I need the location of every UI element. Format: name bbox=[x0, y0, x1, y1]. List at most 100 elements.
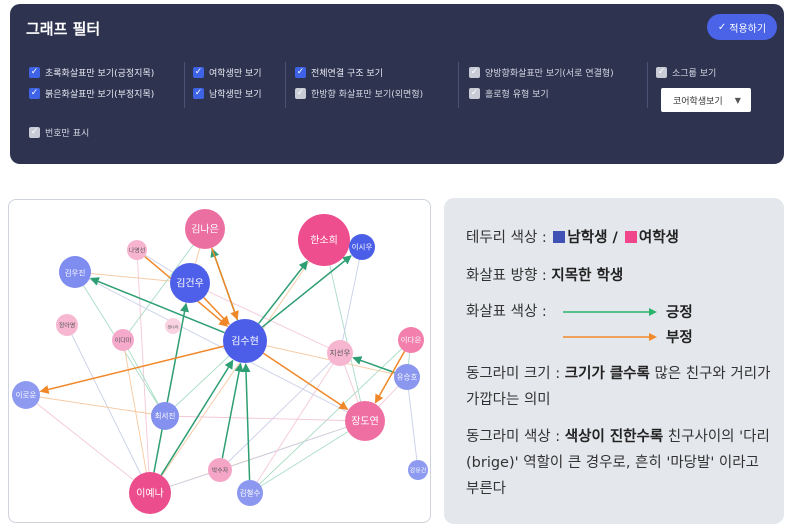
subgroup-checkbox[interactable]: ✓ 소그룹 보기 bbox=[656, 67, 717, 79]
negative-arrow-edge bbox=[374, 350, 406, 404]
graph-edge-faint bbox=[219, 420, 366, 471]
graph-edge-faint bbox=[25, 394, 151, 494]
checkbox-disabled-icon: ✓ bbox=[295, 88, 306, 99]
graph-node-n_small[interactable]: 정나리 bbox=[165, 318, 181, 334]
negative-arrow-edge bbox=[262, 352, 349, 410]
positive-arrow-edge bbox=[261, 255, 352, 328]
graph-edge-faint bbox=[25, 394, 166, 417]
graph-node-iroun[interactable]: 이로운 bbox=[12, 381, 40, 409]
graph-node-hansohui[interactable]: 한소희 bbox=[298, 214, 350, 266]
graph-edge-faint bbox=[244, 340, 408, 378]
node-label: 이시우 bbox=[352, 242, 373, 252]
apply-button-label: 적용하기 bbox=[729, 23, 767, 35]
checkbox-checked-icon: ✓ bbox=[29, 88, 40, 99]
full-structure-checkbox[interactable]: ✓ 전체연결 구조 보기 bbox=[295, 67, 383, 79]
node-circle bbox=[165, 318, 181, 334]
graph-node-gimsuhyeon[interactable]: 김수현 bbox=[223, 319, 267, 363]
node-circle bbox=[112, 329, 134, 351]
node-label: 장도연 bbox=[351, 416, 379, 428]
node-label: 정나리 bbox=[167, 324, 178, 330]
girls-only-checkbox[interactable]: ✓ 여학생만 보기 bbox=[193, 67, 262, 79]
graph-edge-faint bbox=[406, 376, 419, 471]
legend-size: 동그라미 크기 : 크기가 클수록 많은 친구와 거리가 가깝다는 의미 bbox=[466, 366, 771, 408]
node-circle bbox=[298, 214, 350, 266]
graph-node-choeseojin[interactable]: 최서진 bbox=[151, 402, 179, 430]
check-icon: ✓ bbox=[717, 21, 727, 33]
negative-arrows-checkbox[interactable]: ✓ 붉은화살표만 보기(부정지목) bbox=[29, 88, 155, 100]
legend-border-color: 테두리 색상 : 남학생 / 여학생 bbox=[466, 230, 679, 246]
node-circle bbox=[327, 340, 353, 366]
isolated-checkbox[interactable]: ✓ 홀로형 유형 보기 bbox=[469, 88, 549, 100]
checkbox-checked-icon: ✓ bbox=[295, 67, 306, 78]
node-label: 이로운 bbox=[16, 390, 37, 400]
checkbox-disabled-icon: ✓ bbox=[469, 88, 480, 99]
node-circle bbox=[12, 381, 40, 409]
graph-edge-faint bbox=[122, 339, 166, 417]
node-circle bbox=[56, 314, 78, 336]
graph-edge-faint bbox=[249, 352, 341, 494]
one-way-checkbox[interactable]: ✓ 한방향 화살표만 보기(외면형) bbox=[295, 88, 424, 100]
graph-node-gimcheolsu[interactable]: 김철수 bbox=[237, 480, 263, 506]
negative-arrow-edge bbox=[203, 296, 230, 325]
graph-edge-faint bbox=[339, 246, 363, 354]
graph-edge-faint bbox=[136, 249, 151, 494]
positive-arrow-edge bbox=[153, 302, 189, 473]
node-circle bbox=[398, 327, 424, 353]
graph-node-baksuja[interactable]: 박수자 bbox=[208, 458, 232, 482]
core-student-select[interactable]: 코어학생보기 ▼ bbox=[661, 88, 751, 112]
graph-node-idaeun[interactable]: 이다은 bbox=[398, 327, 424, 353]
positive-arrows-checkbox[interactable]: ✓ 초록화살표만 보기(긍정지목) bbox=[29, 67, 155, 79]
node-circle bbox=[59, 256, 91, 288]
female-swatch bbox=[624, 231, 637, 243]
legend-arrow-color: 화살표 색상 : bbox=[466, 304, 547, 320]
node-label: 강유건 bbox=[410, 467, 427, 475]
positive-arrow-edge bbox=[89, 277, 225, 334]
checkbox-disabled-icon: ✓ bbox=[469, 67, 480, 78]
node-circle bbox=[208, 458, 232, 482]
graph-node-gimujin[interactable]: 김우진 bbox=[59, 256, 91, 288]
negative-arrow-edge bbox=[211, 247, 239, 321]
numbers-only-checkbox[interactable]: ✓ 번호만 표시 bbox=[29, 127, 90, 139]
graph-edge-faint bbox=[249, 420, 366, 494]
node-label: 최서진 bbox=[155, 411, 176, 421]
node-circle bbox=[127, 240, 147, 260]
graph-node-gimnaeun[interactable]: 김나은 bbox=[185, 209, 225, 249]
graph-node-nayeongseon[interactable]: 나영선 bbox=[127, 240, 147, 260]
apply-button[interactable]: ✓ 적용하기 bbox=[707, 14, 777, 40]
node-label: 한소희 bbox=[310, 235, 338, 247]
checkbox-checked-icon: ✓ bbox=[193, 67, 204, 78]
arrow-samples bbox=[563, 308, 657, 341]
checkbox-disabled-icon: ✓ bbox=[656, 67, 667, 78]
checkbox-checked-icon: ✓ bbox=[29, 67, 40, 78]
graph-node-isiu[interactable]: 이시우 bbox=[349, 234, 375, 260]
graph-node-idari[interactable]: 이다미 bbox=[112, 329, 134, 351]
node-circle bbox=[237, 480, 263, 506]
node-label: 이다미 bbox=[115, 337, 132, 345]
two-way-checkbox[interactable]: ✓ 양방향화살표만 보기(서로 연결형) bbox=[469, 67, 614, 79]
graph-filter-panel: 그래프 필터 ✓ 적용하기 ✓ 초록화살표만 보기(긍정지목) ✓ 붉은화살표만… bbox=[10, 4, 784, 164]
divider bbox=[285, 62, 286, 108]
node-label: 정아영 bbox=[59, 322, 76, 330]
graph-node-jiseonu[interactable]: 지선우 bbox=[327, 340, 353, 366]
graph-edge-faint bbox=[189, 282, 341, 354]
divider bbox=[458, 62, 459, 108]
positive-arrow-edge bbox=[257, 260, 308, 325]
legend-negative-label: 부정 bbox=[666, 330, 693, 346]
positive-arrow-edge bbox=[352, 356, 396, 374]
boys-only-checkbox[interactable]: ✓ 남학생만 보기 bbox=[193, 88, 262, 100]
node-label: 김철수 bbox=[240, 488, 261, 498]
graph-node-gangyugeon[interactable]: 강유건 bbox=[408, 460, 428, 480]
graph-node-gimgeonu[interactable]: 김건우 bbox=[170, 263, 210, 303]
node-circle bbox=[185, 209, 225, 249]
graph-node-jangdoyeon[interactable]: 장도연 bbox=[345, 401, 385, 441]
node-circle bbox=[170, 263, 210, 303]
graph-node-iyena[interactable]: 이예나 bbox=[129, 472, 171, 514]
graph-node-yuseungho[interactable]: 유승호 bbox=[394, 364, 420, 390]
legend-positive-label: 긍정 bbox=[666, 305, 693, 321]
graph-node-jeongayeong[interactable]: 정아영 bbox=[56, 314, 78, 336]
node-circle bbox=[349, 234, 375, 260]
node-label: 박수자 bbox=[212, 467, 229, 475]
